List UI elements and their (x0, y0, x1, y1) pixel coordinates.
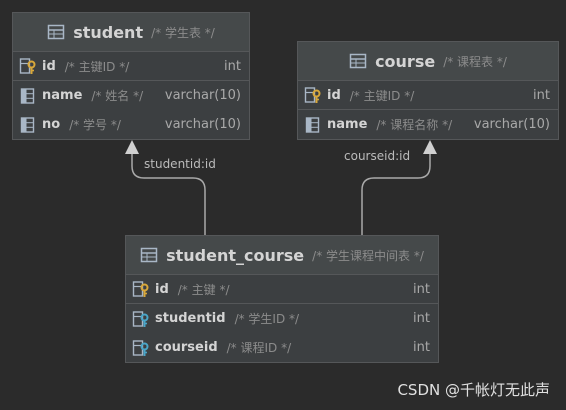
column-comment: /* 主键ID */ (349, 88, 415, 103)
relation-label-studentid: studentid:id (144, 157, 216, 171)
primary-key-column-icon (304, 87, 321, 103)
table-header[interactable]: student /* 学生表 */ (13, 13, 249, 52)
column-name: name (327, 117, 368, 132)
table-student-course[interactable]: student_course /* 学生课程中间表 */ id /* 主键 */… (125, 235, 439, 363)
column-comment: /* 学生ID */ (234, 312, 300, 326)
column-row[interactable]: studentid /* 学生ID */ int (126, 304, 438, 333)
column-icon (305, 116, 320, 133)
column-row[interactable]: id /* 主键ID */ int (13, 52, 249, 81)
column-name: id (42, 58, 56, 74)
column-icon (20, 116, 35, 133)
table-header[interactable]: course /* 课程表 */ (298, 42, 558, 81)
column-row[interactable]: no /* 学号 */ varchar(10) (13, 110, 249, 139)
column-name: courseid (155, 340, 218, 355)
foreign-key-column-icon (132, 310, 149, 327)
column-name: studentid (155, 311, 226, 326)
column-type: int (224, 58, 241, 74)
relation-line-studentid (131, 150, 206, 236)
column-type: int (413, 340, 430, 355)
primary-key-column-icon (132, 281, 149, 297)
column-type: int (413, 311, 430, 326)
column-type: int (533, 87, 550, 103)
column-type: varchar(10) (164, 117, 241, 132)
column-comment: /* 主键ID */ (64, 59, 130, 74)
table-name: student_course (166, 245, 305, 265)
column-type: varchar(10) (473, 117, 550, 132)
table-student[interactable]: student /* 学生表 */ id /* 主键ID */ int name… (12, 12, 250, 140)
relation-arrow-course (423, 140, 437, 154)
table-comment: /* 学生表 */ (151, 25, 215, 40)
column-name: id (155, 281, 169, 297)
watermark: CSDN @千帐灯无此声 (397, 381, 550, 399)
column-comment: /* 课程名称 */ (376, 118, 453, 132)
column-type: varchar(10) (164, 88, 241, 103)
column-row[interactable]: name /* 姓名 */ varchar(10) (13, 81, 249, 110)
column-name: name (42, 88, 83, 103)
column-comment: /* 主键 */ (177, 282, 230, 297)
table-header[interactable]: student_course /* 学生课程中间表 */ (126, 236, 438, 275)
table-icon (140, 247, 158, 263)
column-type: int (413, 281, 430, 297)
column-row[interactable]: courseid /* 课程ID */ int (126, 333, 438, 362)
primary-key-column-icon (19, 58, 36, 74)
table-icon (47, 24, 65, 40)
table-comment: /* 课程表 */ (443, 54, 507, 69)
column-comment: /* 姓名 */ (91, 89, 144, 103)
column-name: no (42, 117, 61, 132)
column-row[interactable]: name /* 课程名称 */ varchar(10) (298, 110, 558, 139)
column-row[interactable]: id /* 主键 */ int (126, 275, 438, 304)
table-course[interactable]: course /* 课程表 */ id /* 主键ID */ int name … (297, 41, 559, 140)
column-comment: /* 学号 */ (69, 118, 121, 132)
foreign-key-column-icon (132, 339, 149, 356)
table-icon (349, 53, 367, 69)
column-name: id (327, 87, 341, 103)
relation-label-courseid: courseid:id (344, 149, 411, 163)
column-comment: /* 课程ID */ (226, 341, 292, 355)
relation-line-courseid (361, 150, 431, 236)
column-icon (20, 87, 35, 104)
table-name: course (375, 51, 436, 71)
column-row[interactable]: id /* 主键ID */ int (298, 81, 558, 110)
table-comment: /* 学生课程中间表 */ (312, 248, 424, 263)
table-name: student (73, 22, 144, 42)
relation-arrow-student (125, 140, 139, 154)
